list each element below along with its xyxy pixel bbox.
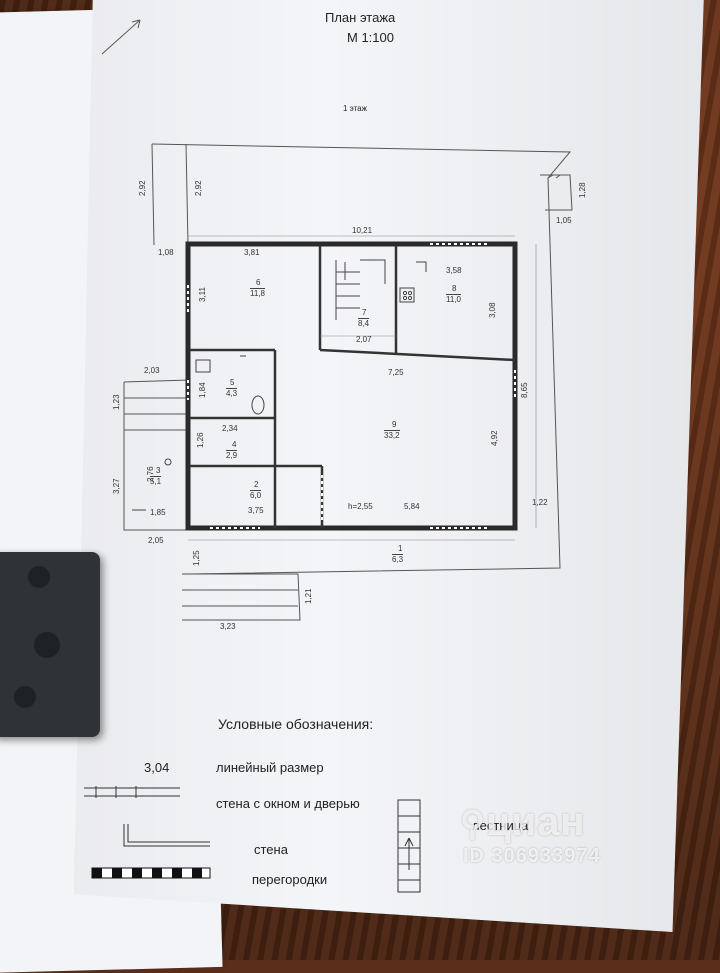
dim-label: 1,08 xyxy=(158,248,174,257)
dim-label: 8,65 xyxy=(520,382,529,398)
room-number: 5 xyxy=(230,378,235,387)
dim-label: 2,92 xyxy=(194,180,203,196)
dim-label: 1,23 xyxy=(112,394,121,410)
room-number: 4 xyxy=(232,440,237,449)
room-number: 9 xyxy=(392,420,397,429)
room-number: 6 xyxy=(256,278,261,287)
dim-label: 1,26 xyxy=(196,432,205,448)
room-area: 6,0 xyxy=(250,490,262,500)
dim-label: 1,25 xyxy=(192,550,201,566)
dim-label: 1,28 xyxy=(578,182,587,198)
room-number: 1 xyxy=(398,544,403,553)
north-arrow-icon xyxy=(101,19,141,55)
dim-label: 2,05 xyxy=(148,536,164,545)
room-area: 33,2 xyxy=(384,430,400,440)
dim-label: 1,21 xyxy=(304,588,313,604)
dim-label: 3,27 xyxy=(112,478,121,494)
room-area: 8,4 xyxy=(358,318,370,328)
room-area: 2,9 xyxy=(226,450,238,460)
remote-button xyxy=(14,686,36,708)
dim-label: 3,23 xyxy=(220,622,236,631)
location-pin-icon: ⚲ xyxy=(460,805,486,843)
room-number: 3 xyxy=(156,466,161,475)
floor-label: 1 этаж xyxy=(343,104,367,113)
legend-stairs: лестница xyxy=(472,818,529,833)
room-area: 6,3 xyxy=(392,554,404,564)
dim-label: 10,21 xyxy=(352,226,373,235)
legend-sample-value: 3,04 xyxy=(144,760,170,775)
dim-label: 2,07 xyxy=(356,335,372,344)
dim-label: 2,34 xyxy=(222,424,238,433)
room-area: 4,3 xyxy=(226,388,238,398)
dim-label: 7,25 xyxy=(388,368,404,377)
dim-label: 1,05 xyxy=(556,216,572,225)
dim-label: 3,11 xyxy=(198,287,207,302)
remote-button xyxy=(28,566,50,588)
legend-wall-window-door: стена с окном и дверью xyxy=(216,796,360,811)
dim-label: 3,81 xyxy=(244,248,260,257)
dim-label: 1,84 xyxy=(198,382,207,398)
dim-label: 2,92 xyxy=(138,180,147,196)
room-number: 2 xyxy=(254,480,259,489)
sheet-shading xyxy=(74,0,704,932)
room-number: 7 xyxy=(362,308,367,317)
dim-label: h=2,55 xyxy=(348,502,373,511)
dim-label: 3,08 xyxy=(488,302,497,318)
dim-label: 1,22 xyxy=(532,498,548,507)
plan-scale: М 1:100 xyxy=(347,30,394,45)
dim-label: 1,85 xyxy=(150,508,166,517)
remote-control-object xyxy=(0,552,100,737)
partition-legend-symbol xyxy=(91,867,211,879)
dim-label: 2,03 xyxy=(144,366,160,375)
legend-partitions: перегородки xyxy=(252,872,328,887)
dim-label: 5,84 xyxy=(404,502,420,511)
remote-button xyxy=(34,632,60,658)
legend-linear-dimension: линейный размер xyxy=(216,760,324,775)
legend-heading: Условные обозначения: xyxy=(218,716,374,732)
plan-title: План этажа xyxy=(325,10,396,25)
dim-label: 3,75 xyxy=(248,506,264,515)
watermark-listing-id: ID 306933974 xyxy=(463,845,601,867)
room-area: 11,0 xyxy=(446,294,461,304)
floor-plan-sheet xyxy=(74,0,704,932)
dim-label: 3,58 xyxy=(446,266,462,275)
room-area: 5,1 xyxy=(150,476,162,486)
room-area: 11,8 xyxy=(250,288,265,298)
room-number: 8 xyxy=(452,284,457,293)
dim-label: 4,92 xyxy=(490,430,499,446)
legend-wall: стена xyxy=(254,842,288,857)
watermark-brand: ⚲циан xyxy=(460,800,586,844)
